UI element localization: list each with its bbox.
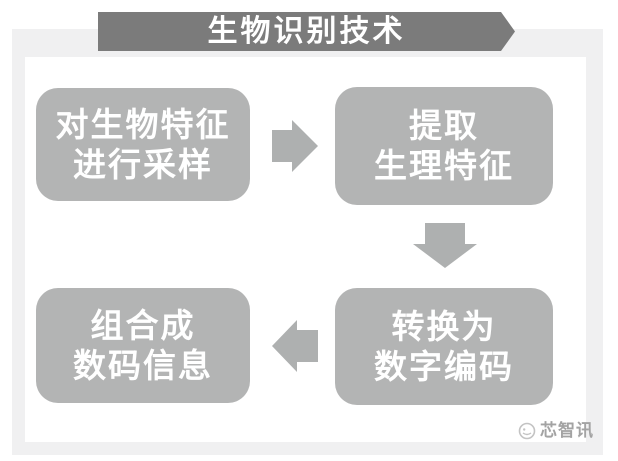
step-line: 进行采样 <box>73 145 213 183</box>
watermark-label: 芯智讯 <box>540 421 594 440</box>
step-line: 数字编码 <box>374 347 514 385</box>
step-line: 生理特征 <box>374 147 514 184</box>
step-box-convert: 转换为 数字编码 <box>335 288 553 405</box>
watermark-logo-icon <box>518 422 536 440</box>
watermark: 芯智讯 <box>518 421 594 441</box>
step-box-combine: 组合成 数码信息 <box>36 288 250 403</box>
step-line: 组合成 <box>90 306 196 344</box>
title-banner: 生物识别技术 <box>98 12 515 51</box>
title-banner-label: 生物识别技术 <box>207 15 406 48</box>
step-box-sampling: 对生物特征 进行采样 <box>36 88 250 201</box>
step-line: 对生物特征 <box>55 105 231 143</box>
step-line: 数码信息 <box>73 346 213 384</box>
step-box-extract: 提取 生理特征 <box>335 87 553 205</box>
step-line: 转换为 <box>391 307 497 345</box>
step-line: 提取 <box>409 107 479 144</box>
